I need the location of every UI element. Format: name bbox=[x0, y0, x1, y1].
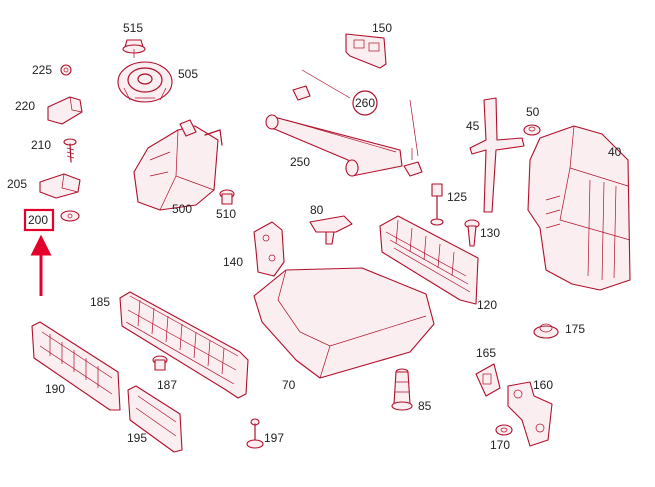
part-50-grommet[interactable] bbox=[523, 124, 541, 136]
label-185[interactable]: 185 bbox=[90, 295, 110, 309]
label-515[interactable]: 515 bbox=[123, 21, 143, 35]
part-45-strut[interactable] bbox=[469, 97, 525, 213]
label-140[interactable]: 140 bbox=[223, 255, 243, 269]
label-225[interactable]: 225 bbox=[32, 63, 52, 77]
label-80[interactable]: 80 bbox=[310, 203, 324, 217]
part-150-bracket[interactable] bbox=[345, 33, 387, 69]
highlight-arrow bbox=[30, 234, 52, 296]
part-80-retainer[interactable] bbox=[309, 215, 353, 245]
part-500-tool-holder[interactable] bbox=[133, 119, 223, 211]
part-220-cover[interactable] bbox=[47, 96, 83, 125]
label-200[interactable]: 200 bbox=[28, 213, 48, 227]
label-160[interactable]: 160 bbox=[533, 378, 553, 392]
part-40-side-panel[interactable] bbox=[527, 125, 631, 291]
label-70[interactable]: 70 bbox=[282, 378, 296, 392]
part-170-washer[interactable] bbox=[495, 424, 513, 436]
label-190[interactable]: 190 bbox=[45, 382, 65, 396]
label-195[interactable]: 195 bbox=[127, 431, 147, 445]
part-225-nut[interactable] bbox=[60, 64, 72, 76]
label-45[interactable]: 45 bbox=[466, 119, 480, 133]
part-260-connectors[interactable] bbox=[292, 85, 423, 177]
label-505[interactable]: 505 bbox=[178, 67, 198, 81]
label-150[interactable]: 150 bbox=[372, 21, 392, 35]
label-130[interactable]: 130 bbox=[480, 226, 500, 240]
part-197-bolt[interactable] bbox=[246, 418, 264, 449]
part-210-screw[interactable] bbox=[63, 138, 77, 163]
part-195-lower-cover[interactable] bbox=[127, 385, 183, 453]
label-500[interactable]: 500 bbox=[172, 202, 192, 216]
part-175-grommet[interactable] bbox=[533, 323, 559, 339]
part-165-bracket[interactable] bbox=[475, 363, 501, 397]
label-205[interactable]: 205 bbox=[7, 177, 27, 191]
label-210[interactable]: 210 bbox=[31, 138, 51, 152]
label-260[interactable]: 260 bbox=[355, 96, 375, 110]
label-187[interactable]: 187 bbox=[157, 378, 177, 392]
label-170[interactable]: 170 bbox=[490, 438, 510, 452]
label-220[interactable]: 220 bbox=[15, 99, 35, 113]
label-197[interactable]: 197 bbox=[264, 431, 284, 445]
label-120[interactable]: 120 bbox=[477, 298, 497, 312]
part-505-wheel-holder[interactable] bbox=[117, 61, 173, 103]
part-200-clip[interactable] bbox=[60, 210, 80, 222]
part-250-roller-blind[interactable] bbox=[265, 114, 403, 177]
part-187-plug[interactable] bbox=[152, 355, 168, 371]
label-85[interactable]: 85 bbox=[418, 399, 432, 413]
highlight-box bbox=[23, 208, 55, 232]
label-50[interactable]: 50 bbox=[526, 105, 540, 119]
label-165[interactable]: 165 bbox=[476, 346, 496, 360]
label-175[interactable]: 175 bbox=[565, 322, 585, 336]
label-40[interactable]: 40 bbox=[608, 145, 622, 159]
part-140-hinge[interactable] bbox=[253, 221, 285, 277]
label-510[interactable]: 510 bbox=[216, 207, 236, 221]
part-125-latch[interactable] bbox=[430, 183, 444, 226]
part-70-floor-tray[interactable] bbox=[253, 267, 435, 379]
part-190-cover-panel[interactable] bbox=[31, 321, 121, 411]
label-125[interactable]: 125 bbox=[447, 190, 467, 204]
part-260-leaders bbox=[299, 69, 419, 160]
part-185-trim-strip[interactable] bbox=[119, 291, 249, 399]
label-250[interactable]: 250 bbox=[290, 155, 310, 169]
part-85-bump-stop[interactable] bbox=[391, 368, 413, 411]
part-130-push-clip[interactable] bbox=[464, 219, 480, 247]
part-205-bracket[interactable] bbox=[39, 173, 81, 199]
part-510-clip[interactable] bbox=[219, 189, 235, 205]
part-160-lock[interactable] bbox=[507, 381, 553, 447]
part-515-cap[interactable] bbox=[122, 39, 146, 58]
part-120-load-panel[interactable] bbox=[379, 215, 479, 305]
